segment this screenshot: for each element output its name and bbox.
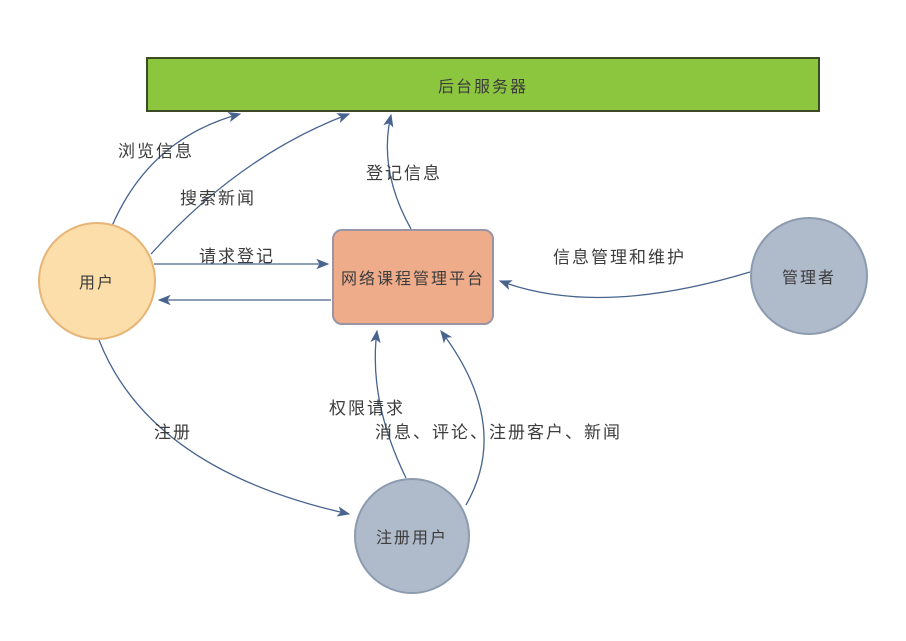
- edge-browse-info-arrow: [111, 111, 242, 227]
- node-user: 用户: [38, 222, 156, 340]
- edge-label-request-register: 请求登记: [199, 247, 275, 266]
- edge-label-signup: 注册: [154, 423, 192, 442]
- node-registered-user-label: 注册用户: [375, 530, 448, 547]
- edge-label-admin-maintain: 信息管理和维护: [553, 248, 686, 267]
- node-administrator: 管理者: [750, 217, 868, 335]
- edge-label-permission-request: 权限请求: [329, 399, 405, 418]
- node-registered-user: 注册用户: [354, 478, 470, 594]
- node-backend-server: 后台服务器: [146, 57, 820, 112]
- node-administrator-label: 管理者: [781, 270, 836, 287]
- edge-signup-arrow: [98, 339, 351, 517]
- node-user-label: 用户: [78, 275, 115, 292]
- node-course-platform: 网络课程管理平台: [332, 229, 494, 325]
- edge-label-search-news: 搜索新闻: [180, 189, 256, 208]
- edge-label-browse-info: 浏览信息: [118, 142, 194, 161]
- node-course-platform-label: 网络课程管理平台: [340, 271, 485, 288]
- edge-label-register-info: 登记信息: [366, 164, 442, 183]
- edge-admin-maintain-arrow: [498, 271, 751, 299]
- edge-label-messages: 消息、评论、注册客户、新闻: [375, 423, 622, 442]
- node-backend-server-label: 后台服务器: [437, 78, 528, 96]
